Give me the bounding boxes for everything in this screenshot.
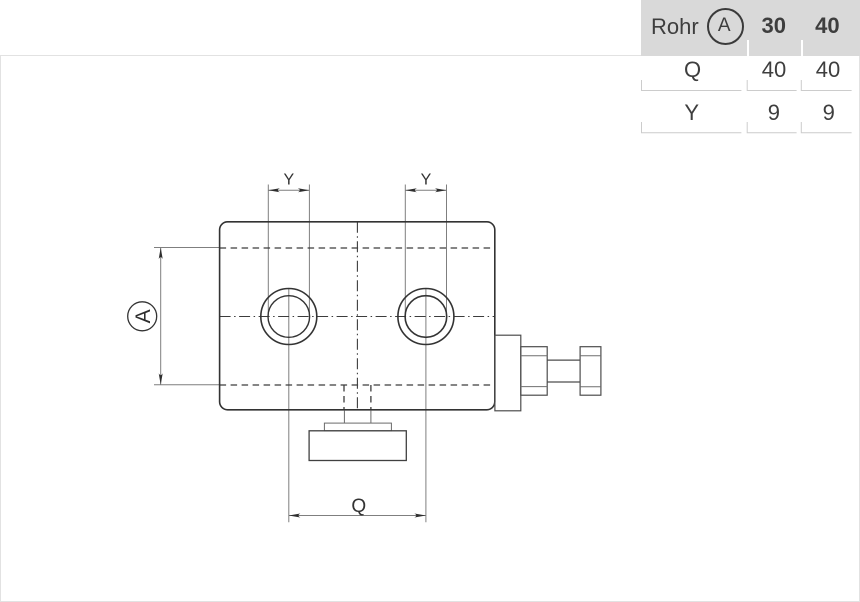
svg-text:Y: Y: [283, 172, 294, 189]
svg-text:Q: Q: [351, 496, 366, 517]
svg-text:Y: Y: [421, 172, 432, 189]
svg-text:A: A: [132, 309, 155, 323]
